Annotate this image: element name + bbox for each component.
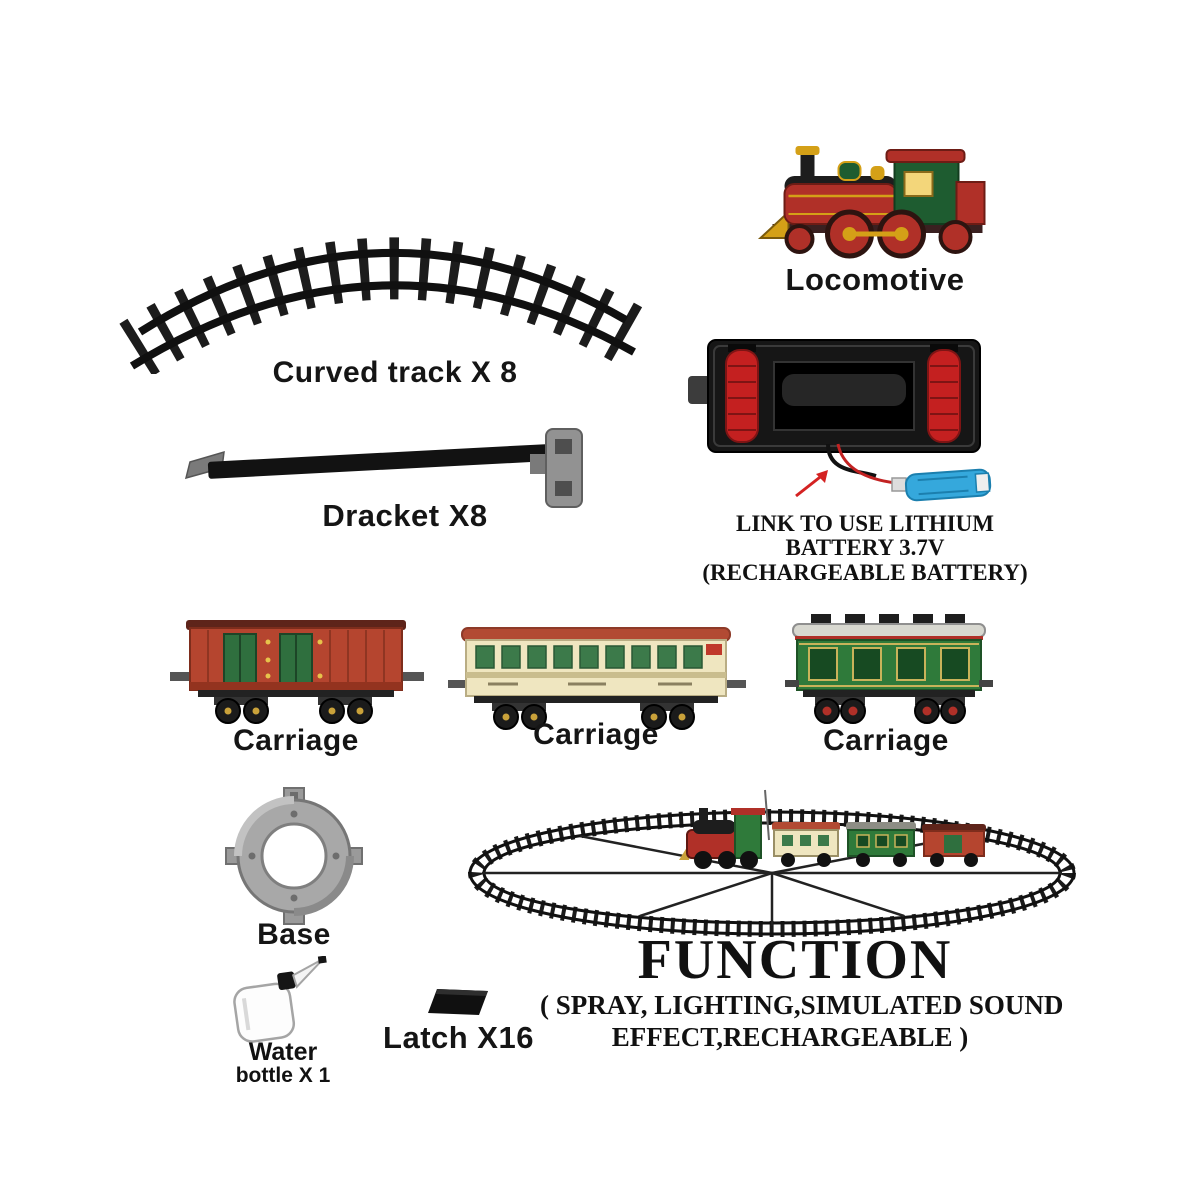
function-subtitle-line1: ( SPRAY, LIGHTING,SIMULATED SOUND [540,990,1064,1020]
carriage1-label: Carriage [233,724,359,757]
battery-caption-line1: LINK TO USE LITHIUM [736,511,994,536]
water-bottle-label-line2: bottle X 1 [235,1064,331,1087]
carriage2-label: Carriage [533,718,659,751]
assembled-track-image [462,778,1087,943]
function-title: FUNCTION [637,929,953,991]
curved-track-label: Curved track X 8 [272,356,518,389]
latch-label: Latch X16 [383,1020,534,1055]
latch-image [422,982,494,1022]
function-subtitle-line2: EFFECT,RECHARGEABLE ) [611,1022,969,1052]
bracket-label: Dracket X8 [322,498,488,533]
bracket-image [178,424,618,519]
carriage-boxcar-image [168,612,426,730]
water-bottle-label-line1: Water [248,1038,318,1066]
carriage-green-image [783,610,995,734]
curved-track-image [118,232,648,374]
base-label: Base [257,918,331,951]
water-bottle-image [226,956,338,1044]
carriage-coach-image [448,618,746,733]
battery-caption: LINK TO USE LITHIUM BATTERY 3.7V (RECHAR… [690,511,1040,585]
battery-box-image [678,332,1013,514]
locomotive-label: Locomotive [785,262,965,297]
base-image [224,786,364,926]
locomotive-image [752,136,997,266]
battery-caption-line2: BATTERY 3.7V [785,535,945,561]
battery-caption-line3: (RECHARGEABLE BATTERY) [702,559,1028,585]
carriage3-label: Carriage [823,724,949,757]
